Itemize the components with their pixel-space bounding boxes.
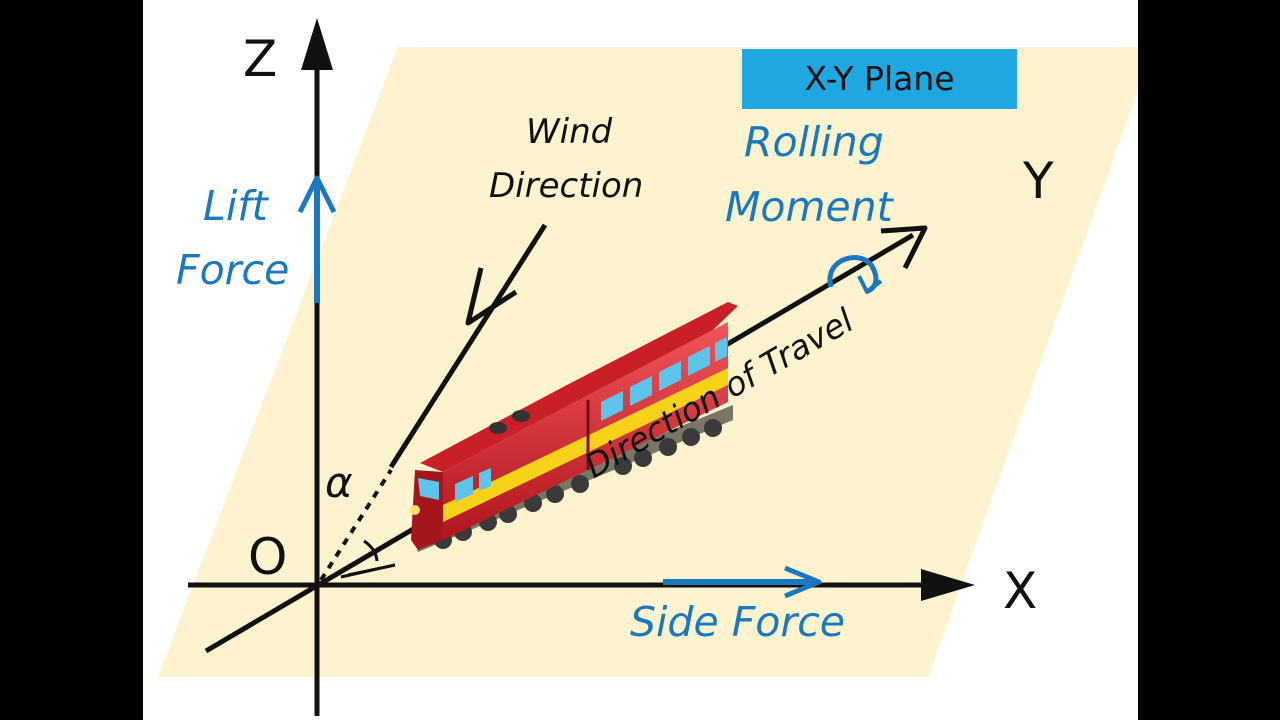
z-axis xyxy=(301,18,333,716)
y-axis-label: Y xyxy=(1023,152,1054,210)
lift-force-label-line2: Force xyxy=(176,246,290,294)
wind-direction-label-line1: Wind xyxy=(526,112,613,152)
x-axis-label: X xyxy=(1003,562,1038,620)
rolling-moment-label-line2: Moment xyxy=(725,183,893,231)
force-diagram xyxy=(158,18,1138,716)
xy-plane-label: X-Y Plane xyxy=(742,49,1017,109)
lift-force-arrow xyxy=(297,175,337,303)
origin-label: O xyxy=(248,528,288,586)
travel-marker xyxy=(340,563,396,579)
train-windows xyxy=(455,337,727,502)
alpha-angle-label: α xyxy=(325,458,353,507)
train xyxy=(410,302,738,552)
wind-direction-arrow xyxy=(388,223,548,469)
train-wheels xyxy=(434,419,722,549)
side-force-arrow xyxy=(663,565,822,599)
side-force-label: Side Force xyxy=(630,598,845,646)
rolling-moment-label-line1: Rolling xyxy=(744,118,884,166)
z-axis-label: Z xyxy=(243,30,278,88)
alpha-arc xyxy=(363,539,379,562)
wind-direction-label-line2: Direction xyxy=(489,166,644,206)
lift-force-label-line1: Lift xyxy=(203,182,268,230)
rolling-moment-arc xyxy=(827,255,883,294)
diagram-frame: X-Y Plane Z Y X O α Lift Force Rolling M… xyxy=(143,0,1138,720)
